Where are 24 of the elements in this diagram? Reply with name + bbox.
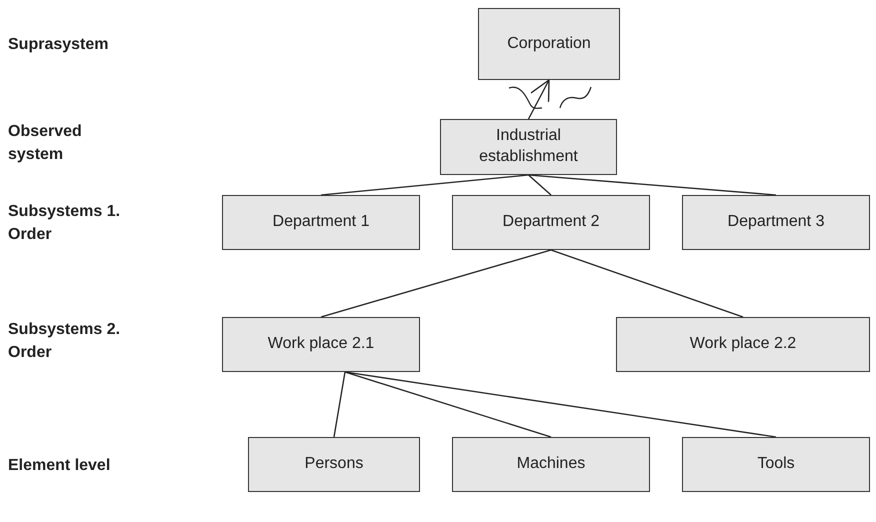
connector-line (344, 371, 552, 438)
process-box: Work place 2.1 (222, 317, 420, 372)
process-box: Corporation (478, 8, 620, 80)
connector-line (344, 371, 776, 438)
process-box: Industrial establishment (440, 119, 617, 175)
connector-line (550, 249, 744, 318)
process-box: Tools (682, 437, 870, 492)
arrow (528, 79, 550, 120)
connector-line (333, 372, 346, 438)
level-label: Subsystems 1. Order (8, 202, 122, 246)
process-box: Persons (248, 437, 420, 492)
level-label: Subsystems 2. Order (8, 320, 122, 364)
process-box: Department 1 (222, 195, 420, 250)
level-label: Suprasystem (8, 35, 110, 55)
process-box: Work place 2.2 (616, 317, 870, 372)
process-box: Department 2 (452, 195, 650, 250)
process-box: Machines (452, 437, 650, 492)
level-label: Observed system (8, 122, 83, 166)
connector-line (320, 249, 552, 318)
connector-line (528, 174, 776, 196)
process-box: Department 3 (682, 195, 870, 250)
level-label: Element level (8, 456, 112, 476)
connector-line (528, 174, 552, 196)
connector-line (320, 174, 529, 196)
